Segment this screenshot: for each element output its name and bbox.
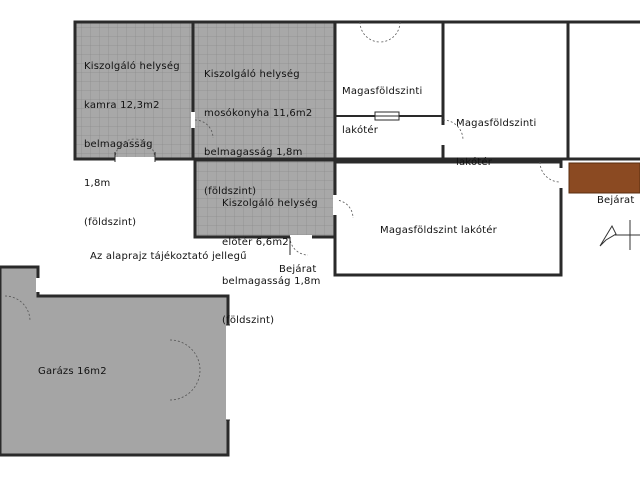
label-kamra: Kiszolgáló helység kamra 12,3m2 belmagas… <box>84 34 180 242</box>
room-kamra <box>73 20 195 161</box>
room-garazs <box>0 265 230 457</box>
label-line: (földszint) <box>84 217 137 228</box>
label-line: 1,8m <box>84 178 111 189</box>
label-line: Magasföldszinti <box>342 86 423 97</box>
label-line: Kiszolgáló helység <box>222 198 318 209</box>
label-line: Magasföldszint lakótér <box>380 225 497 236</box>
label-line: (földszint) <box>204 186 257 197</box>
label-lakoter-3: Magasföldszint lakótér <box>380 198 497 250</box>
room-lakoter-3 <box>333 160 563 277</box>
label-line: belmagasság 1,8m <box>204 147 303 158</box>
label-lakoter-2: Magasföldszinti lakótér <box>456 91 536 182</box>
label-line: Magasföldszinti <box>456 118 537 129</box>
label-line: kamra 12,3m2 <box>84 100 160 111</box>
compass-icon <box>599 220 640 250</box>
label-line: lakótér <box>456 157 493 168</box>
room-mosokonyha <box>191 20 337 161</box>
label-entrance-right: Bejárat <box>597 195 635 206</box>
label-line: mosókonyha 11,6m2 <box>204 108 313 119</box>
label-garazs: Garázs 16m2 <box>38 339 107 391</box>
label-line: Garázs 16m2 <box>38 366 107 377</box>
label-line: (földszint) <box>222 315 275 326</box>
entrance-stair <box>568 162 640 194</box>
label-line: Kiszolgáló helység <box>204 69 300 80</box>
label-mosokonyha: Kiszolgáló helység mosókonyha 11,6m2 bel… <box>204 42 312 211</box>
label-line: belmagasság <box>84 139 153 150</box>
door-openings <box>36 112 563 420</box>
label-lakoter-1: Magasföldszinti lakótér <box>342 59 422 150</box>
door-swings <box>4 21 561 401</box>
label-line: Kiszolgáló helység <box>84 61 180 72</box>
label-line: belmagasság 1,8m <box>222 276 321 287</box>
room-lakoter-2 <box>441 20 570 161</box>
label-eloter: Kiszolgáló helység előtér 6,6m2 belmagas… <box>222 171 321 340</box>
window-symbol <box>374 111 400 121</box>
door-frames <box>114 152 291 421</box>
room-eloter <box>193 158 337 239</box>
label-line: előtér 6,6m2 <box>222 237 289 248</box>
label-entrance-main: Bejárat <box>279 264 317 275</box>
plan-note: Az alaprajz tájékoztató jellegű <box>90 251 247 262</box>
label-line: lakótér <box>342 125 379 136</box>
